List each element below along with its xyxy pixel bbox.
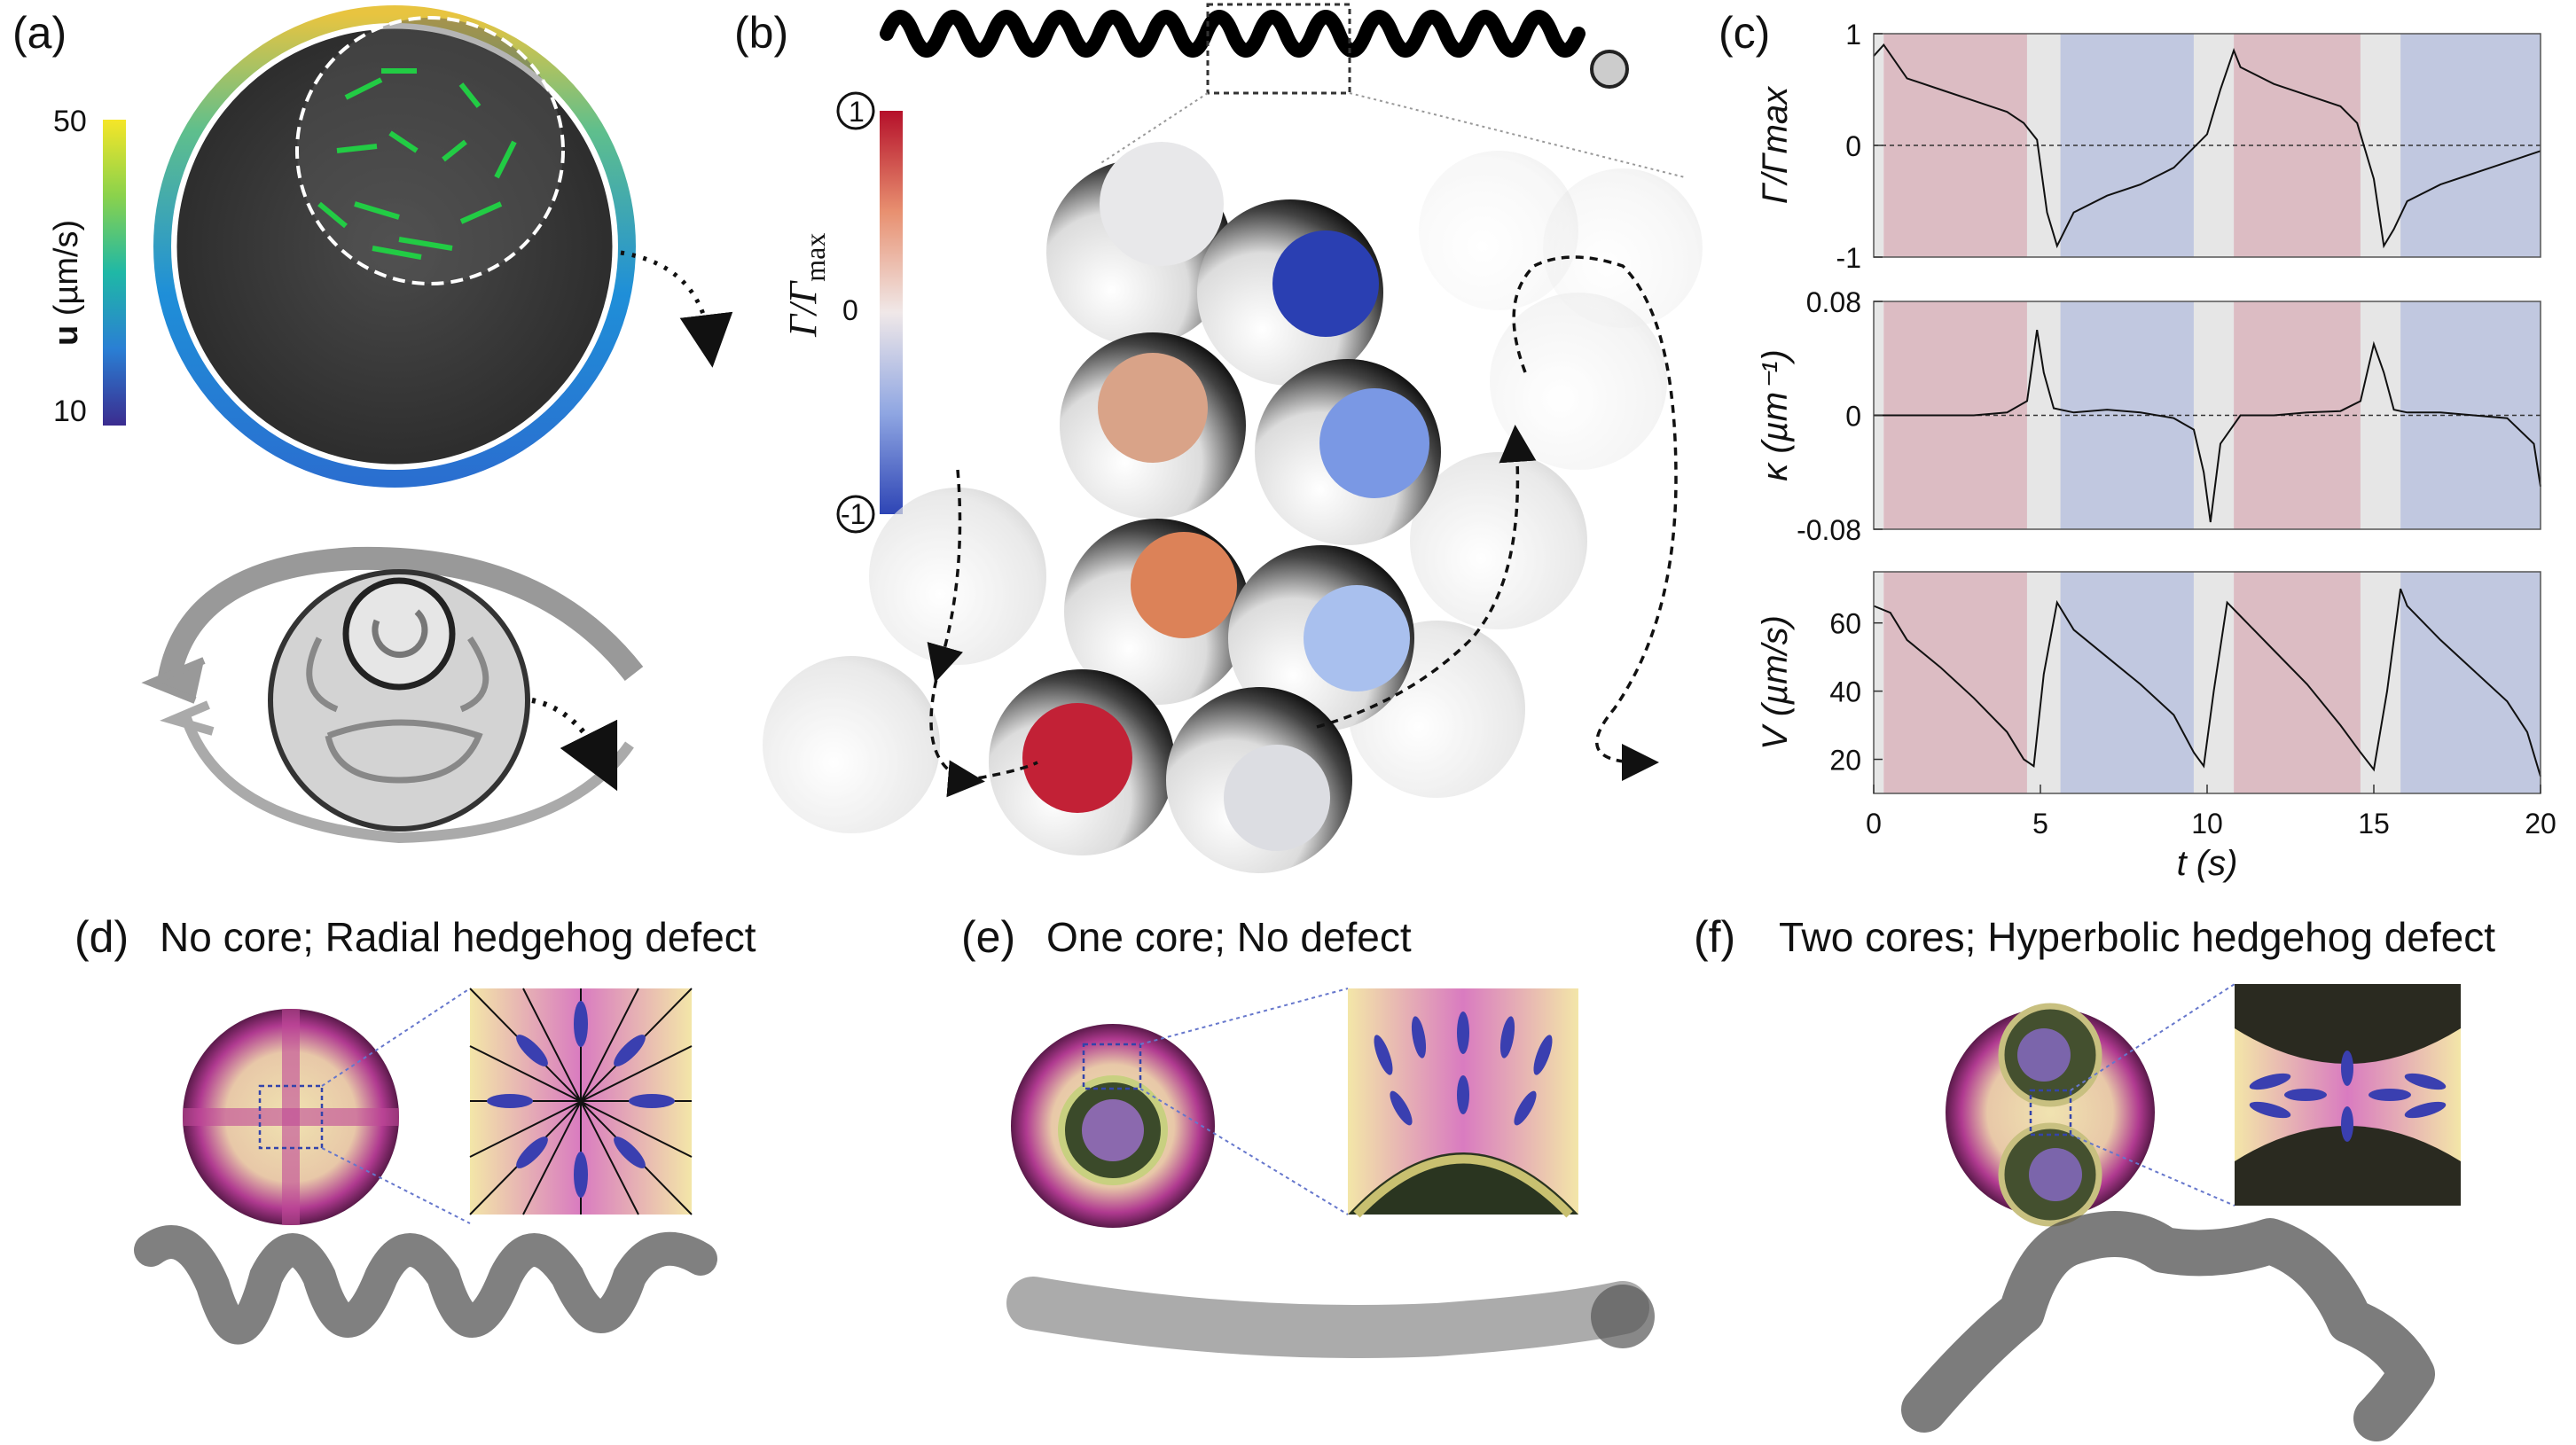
- shade-band-2-6: [2360, 572, 2401, 793]
- rotation-icon-bottom: [836, 495, 875, 534]
- ytick-label-2-2: 20: [1829, 745, 1861, 777]
- xtick-label-4: 20: [2525, 808, 2556, 840]
- shade-band-2-7: [2400, 572, 2541, 793]
- colorbar-b-min: -1: [841, 498, 866, 530]
- panel-letter-b: (b): [734, 8, 789, 58]
- colorbar-b-label-sub: max: [798, 232, 831, 282]
- colorbar-b-mid: 0: [842, 294, 858, 326]
- panel-d-images: [134, 988, 717, 1345]
- xtick-label-0: 0: [1866, 808, 1882, 840]
- bottom-row-figure: [134, 983, 2461, 1441]
- shade-band-0-7: [2400, 34, 2541, 257]
- caption-f: Two cores; Hyperbolic hedgehog defect: [1779, 914, 2496, 960]
- colorbar-a-label: u (µm/s): [48, 168, 101, 346]
- droplet-image: [172, 24, 617, 469]
- series-line-1: [1874, 329, 2541, 523]
- panel-letter-f: (f): [1694, 912, 1736, 962]
- ylabel-1: κ (µm⁻¹): [1756, 349, 1795, 481]
- trajectory-end-sphere: [1590, 50, 1629, 89]
- shade-band-2-3: [2060, 572, 2194, 793]
- caption-e: One core; No defect: [1046, 914, 1412, 960]
- velocity-colorbar: [103, 120, 126, 426]
- xtick-label-2: 10: [2191, 808, 2223, 840]
- colorbar-a-label-unit: (µm/s): [48, 219, 85, 325]
- shade-band-2-1: [1883, 572, 2027, 793]
- inner-core-outline: [295, 16, 565, 285]
- velocity-ring: [153, 5, 636, 488]
- panel-letter-d: (d): [74, 912, 129, 962]
- xtick-label-1: 5: [2032, 808, 2048, 840]
- shade-band-1-3: [2060, 301, 2194, 529]
- ylabel-2: V (µm/s): [1756, 615, 1795, 750]
- velocity-arrows: [317, 68, 517, 260]
- series-line-0: [1873, 43, 2541, 249]
- panel-letter-c: (c): [1719, 8, 1771, 58]
- ytick-label-1-1: 0: [1845, 401, 1861, 433]
- shade-band-2-4: [2193, 572, 2235, 793]
- circulation-colorbar: [880, 111, 903, 514]
- ytick-label-2-1: 40: [1829, 676, 1861, 708]
- xlabel: t (s): [2177, 844, 2238, 883]
- panel-letter-a: (a): [12, 8, 67, 58]
- panel-b-figure: [763, 3, 1703, 873]
- rotation-icon-top: [836, 91, 875, 130]
- trajectory-arrows-b: [927, 255, 1678, 798]
- caption-d: No core; Radial hedgehog defect: [160, 914, 756, 960]
- panel-f-images: [1901, 983, 2461, 1441]
- panel-letter-e: (e): [961, 912, 1016, 962]
- panel-a-figure: [103, 5, 733, 844]
- colorbar-b-label-main: Γ/Γ: [781, 281, 825, 337]
- colorbar-a-label-bold: u: [48, 324, 85, 346]
- shade-band-2-0: [1874, 572, 1884, 793]
- colorbar-a-max: 50: [53, 105, 87, 138]
- ytick-label-0-0: 1: [1845, 19, 1861, 51]
- ylabel-0: Γ/Γmax: [1756, 85, 1795, 204]
- ytick-label-1-0: 0.08: [1806, 286, 1861, 318]
- xtick-label-3: 15: [2358, 808, 2390, 840]
- shade-band-2-5: [2234, 572, 2361, 793]
- panel-e-images: [1006, 988, 1655, 1358]
- flow-schematic: [141, 546, 644, 844]
- ytick-label-0-1: 0: [1845, 130, 1861, 162]
- ytick-label-2-0: 60: [1829, 608, 1861, 640]
- ytick-label-1-2: -0.08: [1797, 514, 1861, 546]
- colorbar-a-min: 10: [53, 394, 87, 428]
- series-line-2: [1873, 588, 2541, 777]
- sphere-sequence: [989, 142, 1441, 873]
- zoom-lines-b: [1099, 92, 1686, 178]
- zoom-box-b: [1206, 3, 1351, 95]
- colorbar-b-max: 1: [849, 96, 865, 128]
- helical-trajectory: [880, 10, 1586, 58]
- colorbar-b-label: Γ/Γmax: [780, 233, 832, 337]
- ytick-label-0-2: -1: [1836, 242, 1861, 274]
- shade-band-0-3: [2060, 34, 2194, 257]
- motion-arrow-a: [620, 250, 733, 368]
